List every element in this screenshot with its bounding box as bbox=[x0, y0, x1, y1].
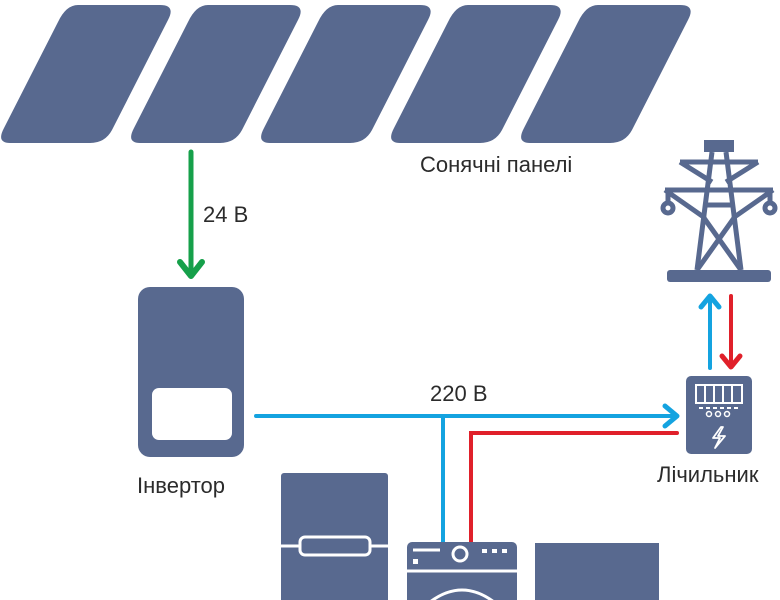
inverter-label: Інвертор bbox=[137, 473, 225, 498]
dc-flow-arrow bbox=[177, 149, 205, 279]
grid-flow-arrow bbox=[458, 431, 679, 563]
meter-to-grid-arrow bbox=[698, 293, 722, 370]
solar-panel bbox=[261, 5, 431, 143]
refrigerator-icon bbox=[281, 473, 388, 600]
ac-voltage-label: 220 В bbox=[430, 381, 488, 406]
solar-panels bbox=[1, 5, 691, 143]
solar-panel bbox=[1, 5, 171, 143]
solar-panels-label: Сонячні панелі bbox=[420, 152, 573, 177]
grid-to-meter-arrow bbox=[719, 294, 743, 370]
meter-label: Лічильник bbox=[657, 462, 759, 487]
appliance-icon bbox=[535, 543, 659, 600]
dc-voltage-label: 24 В bbox=[203, 202, 249, 227]
power-grid-tower-icon bbox=[660, 140, 778, 282]
solar-panel bbox=[391, 5, 561, 143]
inverter-display bbox=[152, 388, 232, 440]
solar-panel bbox=[131, 5, 301, 143]
inverter bbox=[138, 287, 244, 457]
electric-meter-icon bbox=[686, 376, 752, 454]
solar-panel bbox=[521, 5, 691, 143]
washing-machine-icon bbox=[407, 542, 517, 600]
